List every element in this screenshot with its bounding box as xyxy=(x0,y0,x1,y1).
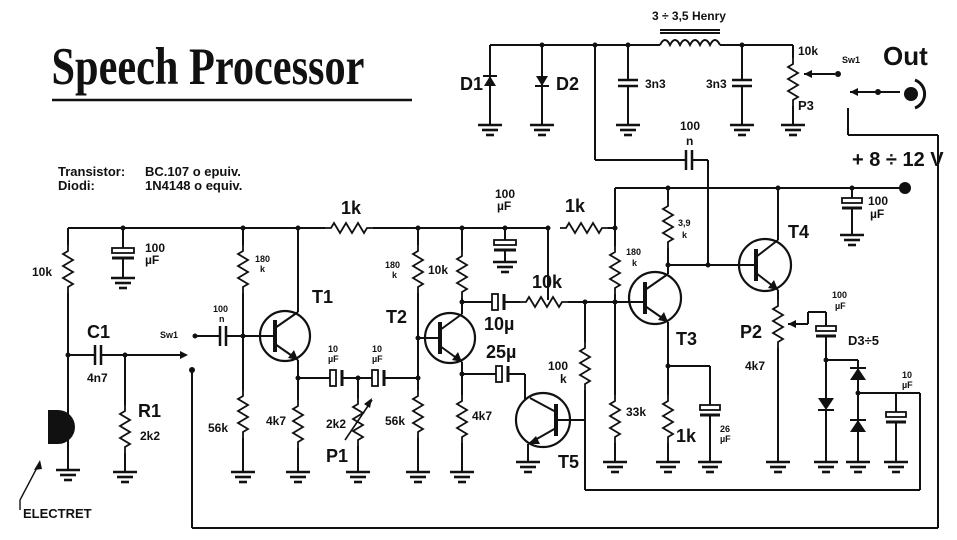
c10a-a-label: 10 xyxy=(328,344,338,354)
c26-a-label: 26 xyxy=(720,424,730,434)
c10c-b-label: µF xyxy=(902,380,913,390)
microphone-icon xyxy=(48,410,58,444)
p2-value-label: 4k7 xyxy=(745,359,765,373)
t1-label: T1 xyxy=(312,287,333,307)
c10c-a-label: 10 xyxy=(902,370,912,380)
t5-label: T5 xyxy=(558,452,579,472)
r1k-2-label: 1k xyxy=(565,196,586,216)
c25u-label: 25µ xyxy=(486,342,516,362)
r10k-in-label: 10k xyxy=(32,265,52,279)
c26-b-label: µF xyxy=(720,434,731,444)
c100u2-b-label: µF xyxy=(497,199,511,213)
d2-label: D2 xyxy=(556,74,579,94)
r180a-b-label: k xyxy=(260,264,266,274)
r180a-a-label: 180 xyxy=(255,254,270,264)
c100u3-a-label: 100 xyxy=(868,194,888,208)
r1k-top-label: 1k xyxy=(341,198,362,218)
c1-label: C1 xyxy=(87,322,110,342)
d1-label: D1 xyxy=(460,74,483,94)
diagram-title: Speech Processor xyxy=(52,38,365,97)
t2-label: T2 xyxy=(386,307,407,327)
c10u-label: 10µ xyxy=(484,314,514,334)
r56b-label: 56k xyxy=(385,414,405,428)
c100u4-b-label: µF xyxy=(835,301,846,311)
r1-value-label: 2k2 xyxy=(140,429,160,443)
c100u-a-label: 100 xyxy=(145,241,165,255)
note-transistor-val: BC.107 o epuiv. xyxy=(145,164,241,179)
r1k-t3-label: 1k xyxy=(676,426,697,446)
filter-section: 3 ÷ 3,5 Henry D1 D2 3n3 3n3 10 xyxy=(460,9,939,528)
electret-label: ELECTRET xyxy=(23,506,92,521)
p1-label: P1 xyxy=(326,446,348,466)
p1-value-label: 2k2 xyxy=(326,417,346,431)
out-label: Out xyxy=(883,41,928,71)
p2-label: P2 xyxy=(740,322,762,342)
r100k-a-label: 100 xyxy=(548,359,568,373)
r180b-b-label: k xyxy=(392,270,398,280)
r4k7b-label: 4k7 xyxy=(472,409,492,423)
transistor-t3 xyxy=(627,270,683,326)
transistor-t1 xyxy=(258,309,312,363)
c10b-b-label: µF xyxy=(372,354,383,364)
c10b-a-label: 10 xyxy=(372,344,382,354)
c3n3-a-label: 3n3 xyxy=(645,77,666,91)
supply-rail xyxy=(68,187,905,246)
r100k-b-label: k xyxy=(560,372,567,386)
c100n-top-b-label: n xyxy=(686,134,693,148)
c100u4-a-label: 100 xyxy=(832,290,847,300)
transistor-t2 xyxy=(418,311,477,365)
c100u2-a-label: 100 xyxy=(495,187,515,201)
r33k-label: 33k xyxy=(626,405,646,419)
sw1-out-label: Sw1 xyxy=(842,55,860,65)
t4-label: T4 xyxy=(788,222,809,242)
c100u-b-label: µF xyxy=(145,253,159,267)
t3-label: T3 xyxy=(676,329,697,349)
c3n3-b-label: 3n3 xyxy=(706,77,727,91)
r180c-a-label: 180 xyxy=(626,247,641,257)
supply-label: + 8 ÷ 12 V xyxy=(852,149,944,171)
c100u3-b-label: µF xyxy=(870,207,884,221)
inductor-label: 3 ÷ 3,5 Henry xyxy=(652,9,726,23)
transistor-t5 xyxy=(514,391,585,449)
r3k9-b-label: k xyxy=(682,230,688,240)
r3k9-a-label: 3,9 xyxy=(678,218,691,228)
r10k-t2-label: 10k xyxy=(428,263,448,277)
transistor-t4 xyxy=(737,237,793,293)
r1-label: R1 xyxy=(138,401,161,421)
c100n-t1-a-label: 100 xyxy=(213,304,228,314)
c1-value-label: 4n7 xyxy=(87,371,108,385)
note-transistor-key: Transistor: xyxy=(58,164,125,179)
note-diode-val: 1N4148 o equiv. xyxy=(145,178,242,193)
d35-label: D3÷5 xyxy=(848,333,879,348)
output-jack-icon xyxy=(904,87,918,101)
r180c-b-label: k xyxy=(632,258,638,268)
c10a-b-label: µF xyxy=(328,354,339,364)
c100n-t1-b-label: n xyxy=(219,314,225,324)
sw1-in-label: Sw1 xyxy=(160,330,178,340)
inductor xyxy=(659,29,721,48)
r180b-a-label: 180 xyxy=(385,260,400,270)
note-diode-key: Diodi: xyxy=(58,178,95,193)
p3-value-label: 10k xyxy=(798,44,818,58)
p3-label: P3 xyxy=(798,98,814,113)
r4k7a-label: 4k7 xyxy=(266,414,286,428)
c100n-top-a-label: 100 xyxy=(680,119,700,133)
r56a-label: 56k xyxy=(208,421,228,435)
